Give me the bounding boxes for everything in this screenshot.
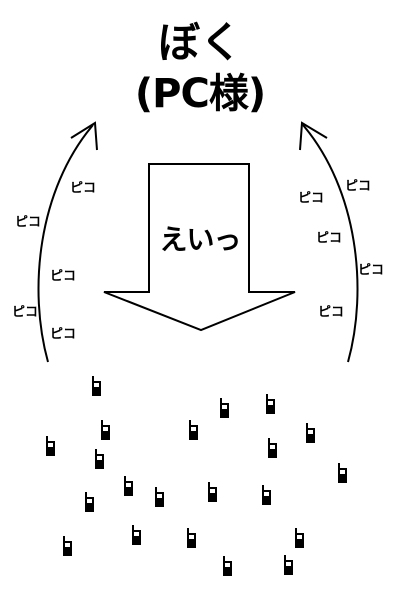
pico-label: ピコ xyxy=(318,305,345,320)
left-curved-arrow-line xyxy=(37,124,94,363)
mobile-phone-icon xyxy=(124,476,133,496)
mobile-phone-icon xyxy=(266,394,275,414)
left-curved-arrow-head xyxy=(70,121,98,151)
mobile-phone-icon xyxy=(189,420,198,440)
center-arrow-label: えいっ xyxy=(159,223,241,256)
center-down-arrow xyxy=(103,163,296,332)
phones-group xyxy=(46,376,347,576)
mobile-phone-icon xyxy=(101,420,110,440)
mobile-phone-icon xyxy=(46,436,55,456)
mobile-phone-icon xyxy=(187,528,196,548)
mobile-phone-icon xyxy=(95,449,104,469)
mobile-phone-icon xyxy=(155,487,164,507)
pico-label: ピコ xyxy=(70,181,97,196)
title-main: ぼく xyxy=(157,18,242,67)
mobile-phone-icon xyxy=(132,525,141,545)
mobile-phone-icon xyxy=(338,463,347,483)
pico-label: ピコ xyxy=(298,191,325,206)
mobile-phone-icon xyxy=(208,482,217,502)
pico-label: ピコ xyxy=(358,263,385,278)
pico-label: ピコ xyxy=(15,215,42,230)
mobile-phone-icon xyxy=(306,423,315,443)
mobile-phone-icon xyxy=(63,536,72,556)
mobile-phone-icon xyxy=(295,528,304,548)
pico-label: ピコ xyxy=(50,327,77,342)
mobile-phone-icon xyxy=(284,555,293,575)
pico-label: ピコ xyxy=(316,231,343,246)
mobile-phone-icon xyxy=(220,398,229,418)
pico-label: ピコ xyxy=(50,269,77,284)
right-curved-arrow-line xyxy=(302,124,359,363)
mobile-phone-icon xyxy=(85,492,94,512)
title-subtitle: (PC様) xyxy=(134,71,266,117)
mobile-phone-icon xyxy=(223,556,232,576)
pico-label: ピコ xyxy=(345,179,372,194)
right-curved-arrow-head xyxy=(299,121,328,151)
mobile-phone-icon xyxy=(92,376,101,396)
pico-label: ピコ xyxy=(12,305,39,320)
mobile-phone-icon xyxy=(268,438,277,458)
mobile-phone-icon xyxy=(262,485,271,505)
